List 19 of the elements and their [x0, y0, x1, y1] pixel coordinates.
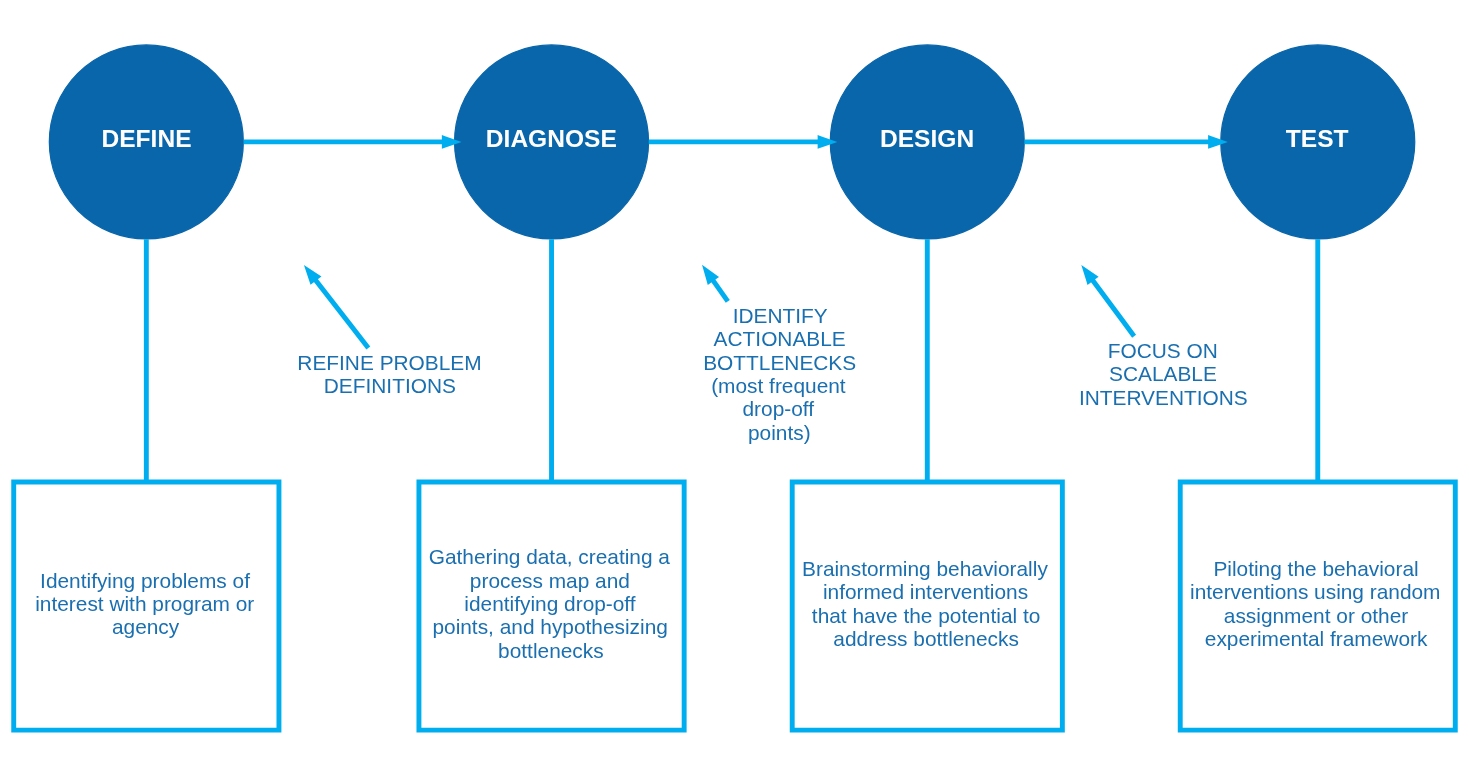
arrow [303, 265, 371, 350]
node-box: Brainstorming behaviorally informed interventions that have the potential to address bottlenecks [789, 479, 1065, 733]
connector [1315, 239, 1321, 482]
node-circle: TEST [1220, 44, 1416, 240]
connector [143, 239, 149, 482]
connector [924, 239, 930, 482]
node-circle: DEFINE [48, 44, 244, 240]
node-text: REFINE PROBLEM DEFINITIONS [297, 350, 482, 398]
node-box: Piloting the behavioral interventions using random assignment or other experimental framework [1177, 479, 1458, 733]
node-text: IDENTIFY ACTIONABLE BOTTLENECKS (most frequent drop-off points) [703, 304, 857, 444]
arrow [1024, 135, 1228, 149]
node-box: Gathering data, creating a process map and identifying drop-off points, and hypothesizing bottlenecks [416, 479, 687, 733]
node-circle: DIAGNOSE [453, 44, 650, 240]
node-box: Identifying problems of interest with program or agency [11, 479, 282, 733]
node-text: FOCUS ON SCALABLE INTERVENTIONS [1078, 339, 1248, 409]
arrow [243, 135, 462, 149]
node-circle: DESIGN [829, 44, 1025, 240]
arrow [648, 135, 838, 149]
connector [549, 239, 554, 482]
